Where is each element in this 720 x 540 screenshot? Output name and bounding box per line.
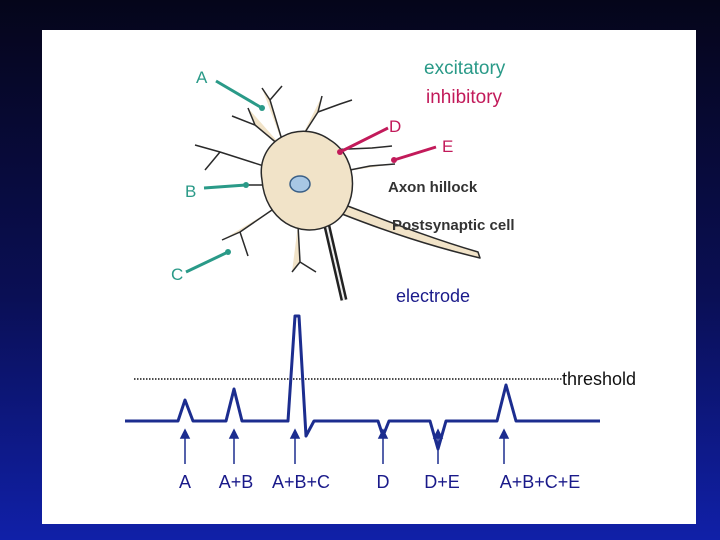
threshold-label: threshold xyxy=(562,369,636,389)
membrane-potential-trace xyxy=(125,316,600,449)
event-arrowhead xyxy=(230,430,238,438)
event-label: A+B xyxy=(219,472,254,492)
synapse-label-e: E xyxy=(442,137,453,156)
postsynaptic-cell-label: Postsynaptic cell xyxy=(392,217,515,234)
synapse-line-b xyxy=(204,185,246,188)
event-arrowhead xyxy=(181,430,189,438)
event-arrowhead xyxy=(434,430,442,438)
synapse-terminal-d xyxy=(337,149,343,155)
synapse-terminal-a xyxy=(259,105,265,111)
synapse-line-e xyxy=(394,147,436,160)
slide: excitatory inhibitory A B C D E Ax xyxy=(42,30,696,524)
synapse-label-c: C xyxy=(171,265,183,284)
event-label: A+B+C xyxy=(272,472,330,492)
synapse-line-c xyxy=(186,252,228,272)
synapse-terminal-c xyxy=(225,249,231,255)
nucleus xyxy=(290,176,310,192)
legend-inhibitory: inhibitory xyxy=(426,87,503,108)
dendrite xyxy=(292,225,316,272)
synaptic-integration-diagram: excitatory inhibitory A B C D E Ax xyxy=(42,30,696,524)
synapse-terminal-b xyxy=(243,182,249,188)
dendrite xyxy=(195,145,270,170)
event-arrowhead xyxy=(500,430,508,438)
synapse-line-a xyxy=(216,81,262,108)
event-label: D+E xyxy=(424,472,460,492)
synapse-terminal-e xyxy=(391,157,397,163)
event-label: A xyxy=(179,472,191,492)
electrode xyxy=(326,222,344,300)
synapse-label-b: B xyxy=(185,182,196,201)
electrode-label: electrode xyxy=(396,286,470,306)
event-label: A+B+C+E xyxy=(500,472,581,492)
event-label: D xyxy=(377,472,390,492)
dendrite xyxy=(222,210,272,256)
axon-hillock-label: Axon hillock xyxy=(388,179,478,196)
event-arrows xyxy=(181,430,508,464)
legend-excitatory: excitatory xyxy=(424,58,506,79)
synapse-label-d: D xyxy=(389,117,401,136)
synapse-label-a: A xyxy=(196,68,208,87)
event-arrowhead xyxy=(291,430,299,438)
